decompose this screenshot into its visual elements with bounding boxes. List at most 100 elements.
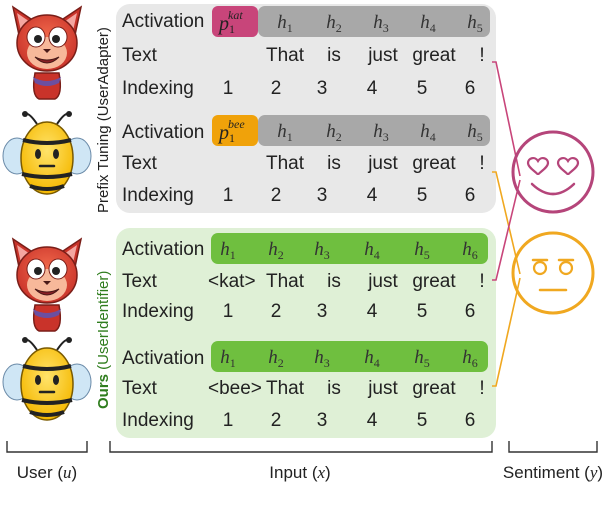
token: That — [266, 378, 305, 399]
activation-row: h1 h2 h3 h4 h5 — [277, 121, 483, 144]
bee-avatar-icon — [2, 111, 92, 195]
user-bracket — [6, 441, 88, 453]
connector-bee-ours — [492, 277, 521, 387]
token: is — [327, 271, 341, 292]
index: 5 — [417, 301, 428, 322]
activation-h5: h5 — [467, 12, 483, 35]
index: 6 — [465, 301, 476, 322]
activation-label: Activation — [122, 122, 204, 143]
index: 2 — [271, 301, 282, 322]
text-label: Text — [122, 153, 158, 174]
heart-eyes-face-icon — [511, 130, 595, 214]
activation-h2: h2 — [268, 347, 284, 370]
token: great — [412, 153, 456, 174]
index: 2 — [271, 78, 282, 99]
activation-h5: h5 — [467, 121, 483, 144]
activation-label: Activation — [122, 11, 204, 32]
sentiment-axis-label: Sentiment (y) — [503, 463, 602, 482]
prefix-symbol: p1kat — [217, 8, 243, 36]
token: That — [266, 153, 305, 174]
prefix-token-bee — [212, 115, 258, 146]
prefix-tuning-panel — [116, 4, 496, 213]
activation-h4: h4 — [420, 12, 436, 35]
connectors — [492, 61, 521, 387]
connector-bee-prefix — [492, 171, 521, 275]
activation-h2: h2 — [268, 239, 284, 262]
activation-bar — [211, 341, 488, 372]
connector-kat-prefix — [492, 61, 521, 177]
sentiment-bracket — [508, 441, 598, 453]
activation-h4: h4 — [364, 347, 380, 370]
prefix-tuning-label: Prefix Tuning (UserAdapter) — [95, 27, 112, 213]
index: 2 — [271, 410, 282, 431]
token: just — [367, 45, 398, 66]
text-label: Text — [122, 378, 158, 399]
index: 4 — [367, 185, 378, 206]
token: That — [266, 45, 305, 66]
bee-avatar-icon — [2, 337, 92, 421]
text-label: Text — [122, 45, 158, 66]
index: 4 — [367, 410, 378, 431]
user-axis-label: User (u) — [17, 463, 77, 482]
index: 3 — [317, 301, 328, 322]
activation-h6: h6 — [462, 239, 478, 262]
token: just — [367, 153, 398, 174]
ours-label: Ours (UserIdentifier) — [95, 271, 112, 409]
index: 5 — [417, 185, 428, 206]
activation-h4: h4 — [364, 239, 380, 262]
index: 5 — [417, 78, 428, 99]
activation-h1: h1 — [277, 121, 293, 144]
index: 4 — [367, 78, 378, 99]
bracket-marks — [6, 441, 598, 453]
activation-h5: h5 — [414, 239, 430, 262]
activation-h5: h5 — [414, 347, 430, 370]
index: 2 — [271, 185, 282, 206]
activation-h2: h2 — [326, 121, 342, 144]
index: 3 — [317, 410, 328, 431]
text-label: Text — [122, 271, 158, 292]
index: 3 — [317, 185, 328, 206]
token: That — [266, 271, 305, 292]
activation-bar — [211, 233, 488, 264]
token: is — [327, 45, 341, 66]
user-identifier-bee: <bee> — [208, 378, 262, 399]
token: great — [412, 378, 456, 399]
activation-h3: h3 — [314, 347, 330, 370]
activation-h3: h3 — [373, 12, 389, 35]
activation-label: Activation — [122, 348, 204, 369]
index: 1 — [223, 185, 234, 206]
token: is — [327, 378, 341, 399]
input-bracket — [109, 441, 493, 453]
index: 6 — [465, 410, 476, 431]
activation-h4: h4 — [420, 121, 436, 144]
input-axis-label: Input (x) — [269, 463, 330, 482]
ours-label-rest: (UserIdentifier) — [95, 271, 112, 370]
activation-h6: h6 — [462, 347, 478, 370]
index: 1 — [223, 78, 234, 99]
token: just — [367, 271, 398, 292]
user-identifier-kat: <kat> — [208, 271, 256, 292]
activation-bar — [258, 6, 490, 37]
index: 1 — [223, 410, 234, 431]
activation-h3: h3 — [373, 121, 389, 144]
indexing-label: Indexing — [122, 410, 194, 431]
activation-label: Activation — [122, 239, 204, 260]
index: 4 — [367, 301, 378, 322]
activation-h2: h2 — [326, 12, 342, 35]
token: ! — [479, 271, 484, 292]
index: 6 — [465, 185, 476, 206]
prefix-token-kat — [212, 6, 258, 37]
